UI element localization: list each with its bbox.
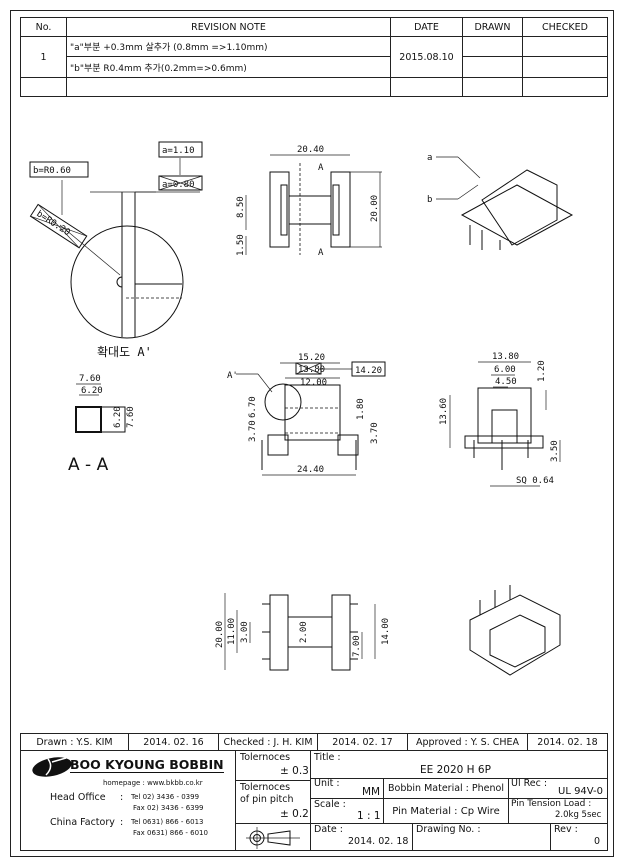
detail-mark: A' xyxy=(227,371,238,381)
dim-side-t: 1.20 xyxy=(537,360,547,382)
dim-a-new: a=1.10 xyxy=(162,146,195,156)
dim-b-old: b=R0.20 xyxy=(34,209,71,238)
tolerance-label: Tolernoces xyxy=(240,752,291,763)
drawn-date: 2014. 02. 16 xyxy=(128,733,219,751)
dim-top-pitch: 8.50 xyxy=(236,196,246,218)
head-office-sep: : xyxy=(120,792,124,803)
detail-caption: 확대도 A' xyxy=(97,345,152,359)
head-office-tel: Tel 02) 3436 - 0399 xyxy=(131,793,200,801)
china-factory-fax: Fax 0631) 866 - 6010 xyxy=(133,829,208,837)
dim-section-inner-h: 6.20 xyxy=(113,406,123,428)
dim-bottom-h3: 3.00 xyxy=(240,621,250,643)
section-mark-top: A xyxy=(318,163,324,173)
approved-by: Approved : Y. S. CHEA xyxy=(407,733,528,751)
company-name: BOO KYOUNG BOBBIN xyxy=(70,757,224,773)
checked-date: 2014. 02. 17 xyxy=(317,733,408,751)
company-logo-icon xyxy=(32,757,72,777)
bobbin-material: Bobbin Material : Phenol xyxy=(383,778,509,799)
scale-value: 1 : 1 xyxy=(357,810,381,822)
china-factory-sep: : xyxy=(120,817,124,828)
technical-drawing: b=R0.60 b=R0.20 a=1.10 a=0.80 확대도 A' 20.… xyxy=(29,141,574,676)
scale-label: Scale : xyxy=(314,799,346,810)
unit-label: Unit : xyxy=(314,778,340,789)
side-view: 13.80 6.00 4.50 13.60 1.20 3.50 SQ 0.64 xyxy=(439,352,561,487)
dim-front-pins: 24.40 xyxy=(297,465,324,475)
dim-bottom-core: 2.00 xyxy=(299,621,309,643)
section-view: 7.60 6.20 6.20 7.60 A - A xyxy=(68,374,136,475)
dim-front-h4: 3.70 xyxy=(370,422,380,444)
third-angle-projection-icon xyxy=(246,827,300,849)
iso-label-a: a xyxy=(427,153,432,163)
isometric-view-bottom xyxy=(469,585,561,676)
isometric-view-top: a b xyxy=(427,153,574,250)
dim-front-old: 13.80 xyxy=(298,365,325,375)
pin-material: Pin Material : Cp Wire xyxy=(383,798,509,824)
title-label: Title : xyxy=(314,752,341,763)
drawn-by: Drawn : Y.S. KIM xyxy=(20,733,129,751)
head-office-fax: Fax 02) 3436 - 6399 xyxy=(133,804,204,812)
section-mark-bottom: A xyxy=(318,248,324,258)
dim-side-w3: 4.50 xyxy=(495,377,517,387)
dim-front-h2: 6.70 xyxy=(248,396,258,418)
approved-date: 2014. 02. 18 xyxy=(527,733,608,751)
rev-label: Rev : xyxy=(554,824,578,835)
china-factory-tel: Tel 0631) 866 - 6013 xyxy=(131,818,204,826)
company-homepage: homepage : www.bkbb.co.kr xyxy=(103,779,203,787)
dim-front-new: 14.20 xyxy=(355,366,382,376)
bottom-view: 20.00 11.00 3.00 2.00 7.00 14.00 xyxy=(215,593,391,671)
dim-top-width: 20.40 xyxy=(297,145,324,155)
rev-box xyxy=(550,823,608,851)
front-view: 15.20 13.80 14.20 12.00 A' 3.70 6.70 1.8… xyxy=(227,353,386,476)
dim-side-w2: 6.00 xyxy=(494,365,516,375)
dim-bottom-span: 14.00 xyxy=(381,618,391,645)
dim-section-outer-h: 7.60 xyxy=(126,406,136,428)
drawing-no-label: Drawing No. : xyxy=(416,824,481,835)
top-view: 20.40 20.00 8.50 1.50 A A xyxy=(236,145,382,258)
dim-side-w: 13.80 xyxy=(492,352,519,362)
ul-label: Ul Rec : xyxy=(511,778,548,789)
pitch-tolerance-value: ± 0.2 xyxy=(280,808,309,820)
dim-section-inner-w: 6.20 xyxy=(81,386,103,396)
head-office-label: Head Office xyxy=(50,792,106,803)
date-label: Date : xyxy=(314,824,343,835)
tension-value: 2.0kg 5sec xyxy=(555,810,602,820)
dim-bottom-h2: 11.00 xyxy=(227,618,237,645)
dim-front-h3: 1.80 xyxy=(356,398,366,420)
tolerance-value: ± 0.3 xyxy=(280,765,309,777)
dim-front-flange: 15.20 xyxy=(298,353,325,363)
date-value: 2014. 02. 18 xyxy=(348,836,409,847)
dim-bottom-pitch: 7.00 xyxy=(352,635,362,657)
unit-value: MM xyxy=(362,786,381,798)
dim-side-sq: SQ 0.64 xyxy=(516,476,554,486)
detail-view: b=R0.60 b=R0.20 a=1.10 a=0.80 확대도 A' xyxy=(29,141,203,359)
rev-value: 0 xyxy=(594,836,601,847)
dim-top-offset: 1.50 xyxy=(236,234,246,256)
drawing-title: EE 2020 H 6P xyxy=(420,764,491,776)
dim-side-h: 13.60 xyxy=(439,398,449,425)
china-factory-label: China Factory xyxy=(50,817,115,828)
rev-empty-checked xyxy=(522,77,608,97)
drawing-frame xyxy=(10,10,614,857)
dim-front-h1: 3.70 xyxy=(248,420,258,442)
dim-a-old: a=0.80 xyxy=(162,180,195,190)
dim-b-new: b=R0.60 xyxy=(33,166,71,176)
dim-front-inner: 12.00 xyxy=(300,378,327,388)
section-caption: A - A xyxy=(68,455,109,475)
tension-label: Pin Tension Load : xyxy=(511,799,592,809)
dim-section-outer-w: 7.60 xyxy=(79,374,101,384)
dim-top-height: 20.00 xyxy=(370,195,380,222)
dim-side-pin: 3.50 xyxy=(550,440,560,462)
iso-label-b: b xyxy=(427,195,432,205)
dim-bottom-h: 20.00 xyxy=(215,621,225,648)
pitch-tolerance-label: Tolernoces of pin pitch xyxy=(240,782,294,805)
ul-value: UL 94V-0 xyxy=(558,786,604,797)
checked-by: Checked : J. H. KIM xyxy=(218,733,318,751)
